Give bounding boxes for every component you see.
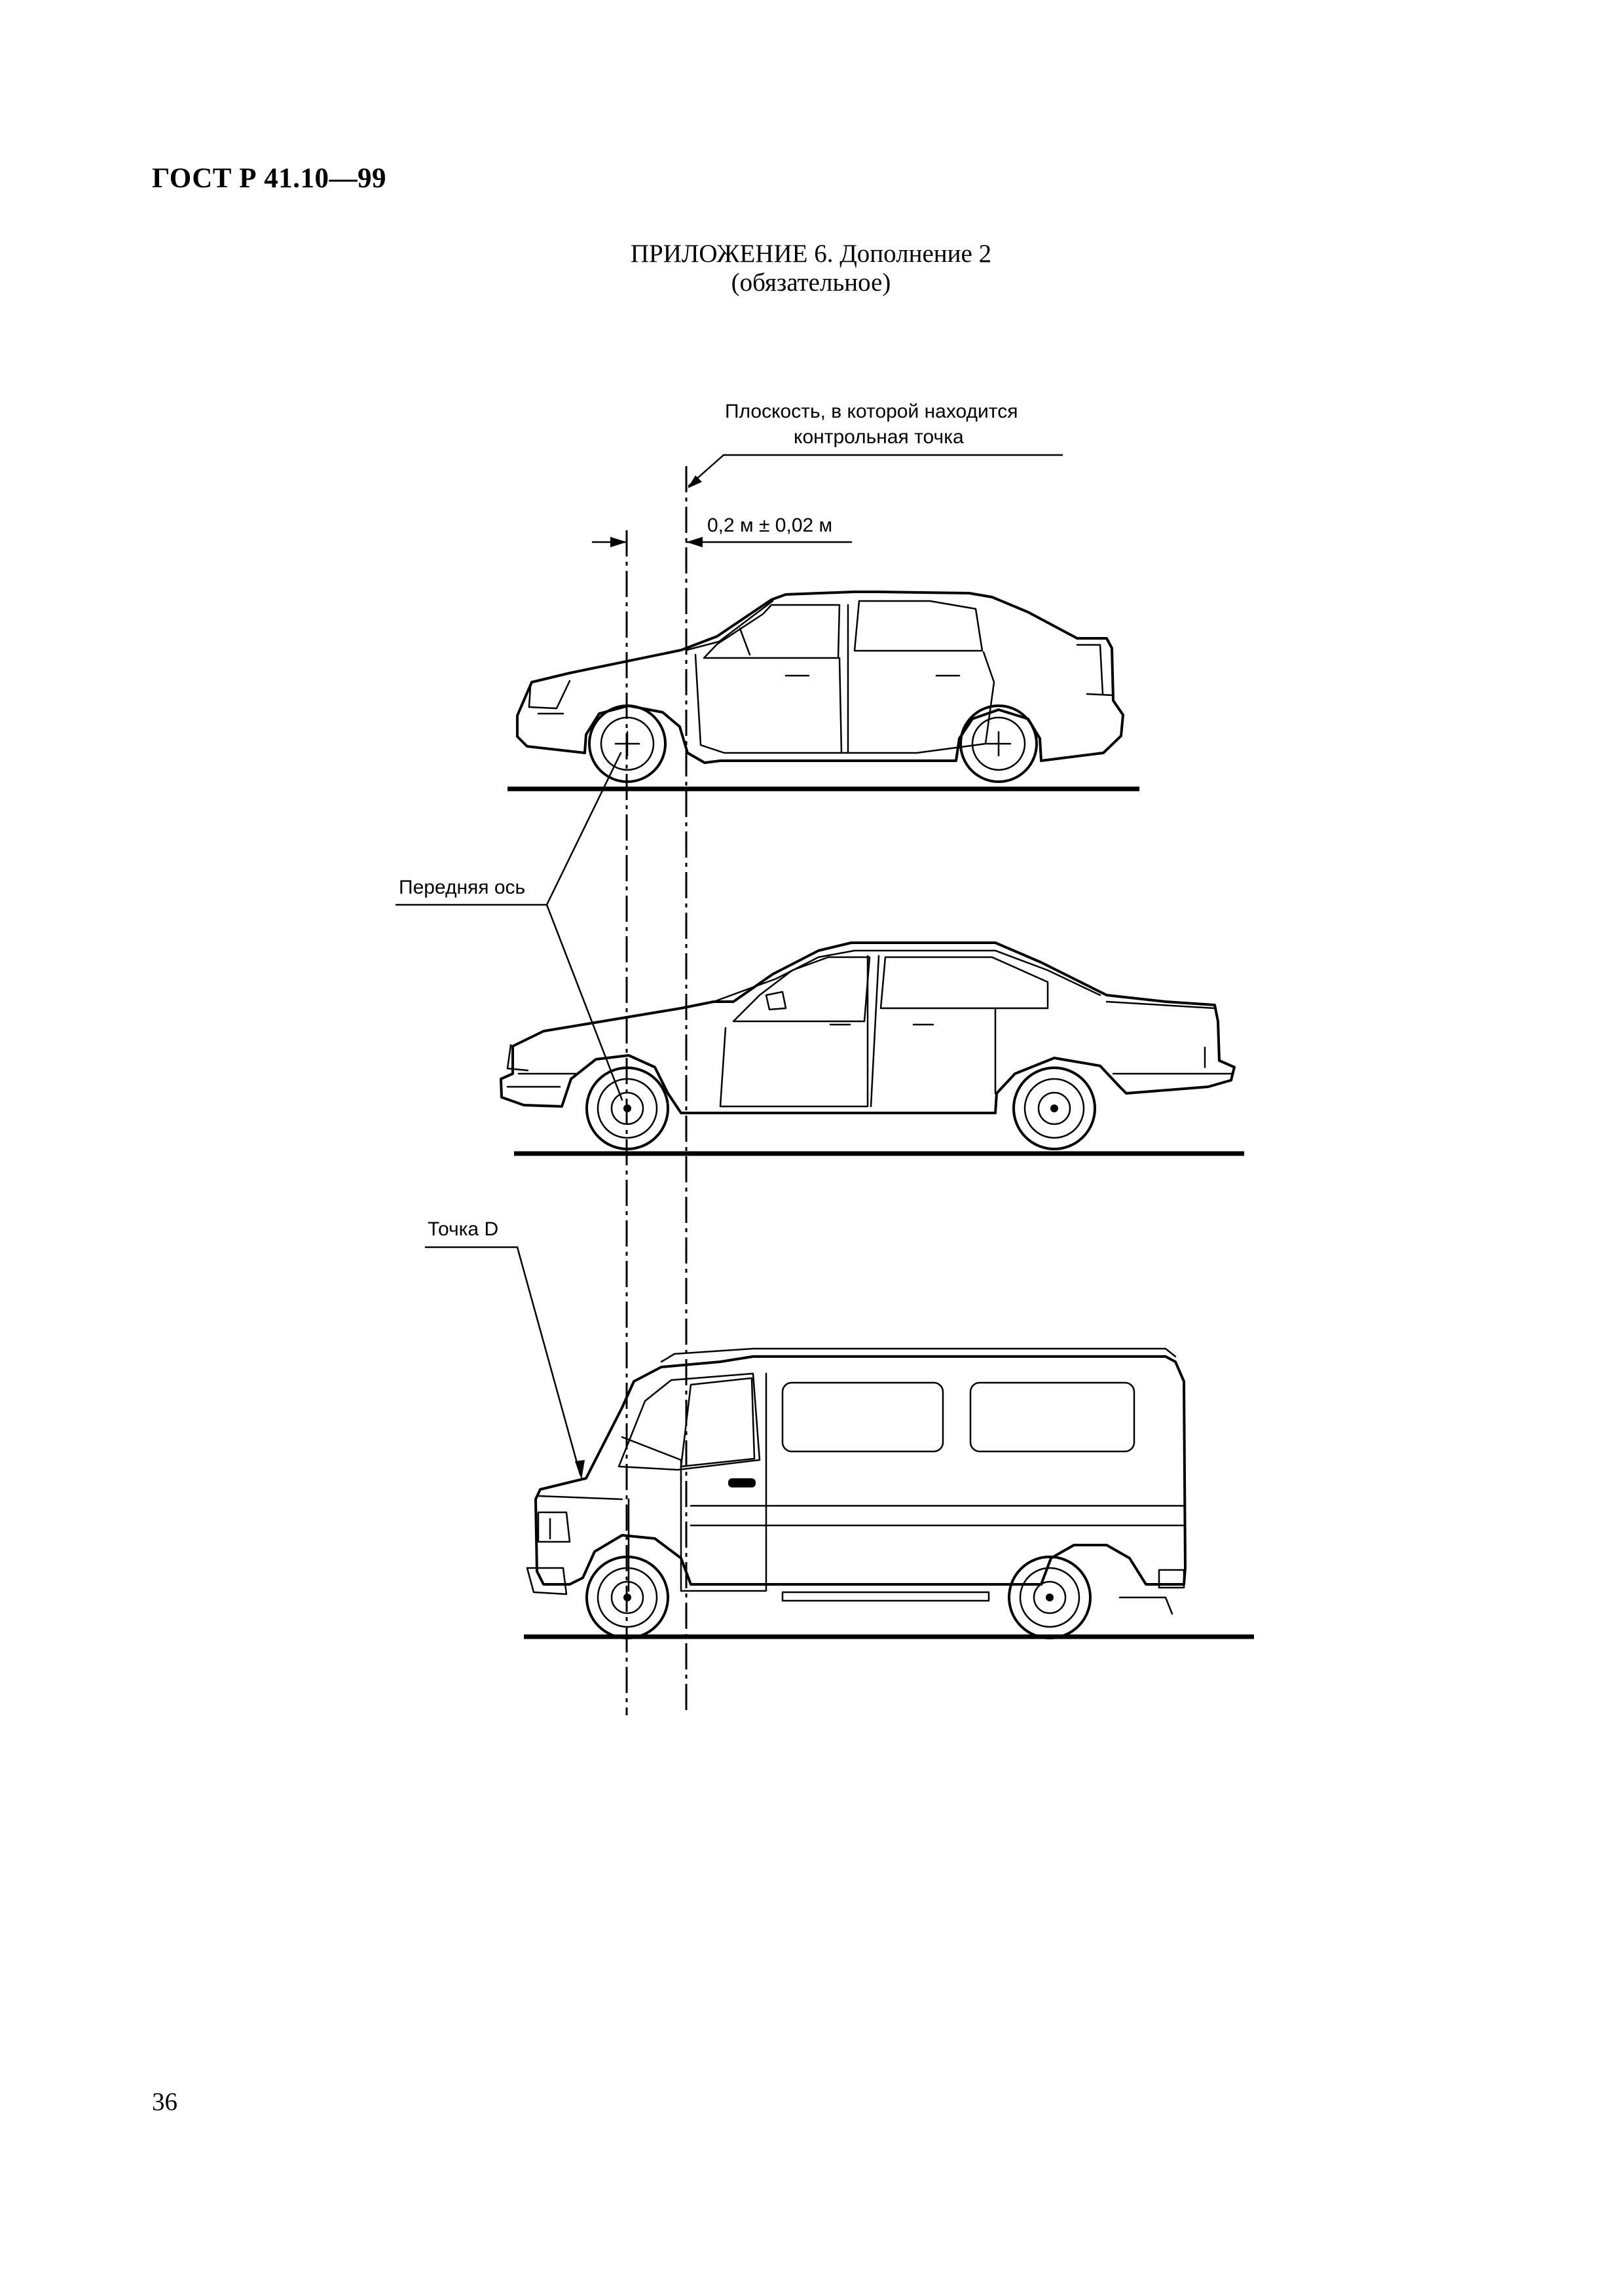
van-front-bumper	[526, 1567, 568, 1595]
sedan-mirror	[765, 991, 787, 1011]
front-axle-leader-upper	[545, 752, 622, 906]
van-cab-door	[680, 1372, 767, 1592]
hatchback-front-window	[703, 604, 841, 659]
hatchback-rear-window	[853, 600, 984, 652]
sedan-rear-axle-point	[1050, 1104, 1058, 1112]
van-front-axle-point	[623, 1594, 631, 1601]
hatchback-rear-wheel	[959, 704, 1038, 783]
hatchback-front-grille	[528, 680, 571, 715]
sedan-rear-wheel-rim	[1023, 1078, 1085, 1139]
sedan-front-window	[732, 956, 871, 1023]
label-plane-line2: контрольная точка	[794, 426, 964, 448]
sedan-rear-window	[879, 956, 1049, 1010]
van-windshield-window	[617, 1372, 761, 1471]
plane-leader-arrowhead	[688, 475, 702, 488]
hatchback-body-outline	[516, 591, 1124, 764]
standard-code: ГОСТ Р 41.10—99	[152, 163, 387, 194]
sedan-rear-wheel-hub	[1037, 1091, 1071, 1125]
point-d-leader	[516, 1246, 581, 1476]
label-plane-line1: Плоскость, в которой находится	[725, 401, 1018, 422]
hatchback-tail	[1076, 644, 1115, 697]
van-front-wheel-hub	[610, 1580, 644, 1614]
van-rear-wheel-rim	[1019, 1567, 1080, 1628]
van-underbody	[781, 1591, 1173, 1615]
van-door-handle	[728, 1478, 756, 1487]
van-side-window-1	[781, 1381, 944, 1453]
van-rear-wheel-hub	[1033, 1580, 1067, 1614]
sedan-body-outline	[500, 941, 1236, 1114]
sedan-car	[500, 941, 1244, 1156]
sedan-front-axle-point	[623, 1104, 631, 1112]
sedan-rear-wheel	[1012, 1066, 1096, 1150]
sedan-front-wheel-rim	[597, 1078, 658, 1139]
appendix-title-line2: (обязательное)	[731, 268, 891, 297]
van-side-trim	[690, 1504, 1185, 1527]
van-door-window	[680, 1377, 756, 1468]
point-d-arrowhead	[575, 1460, 585, 1480]
appendix-title: ПРИЛОЖЕНИЕ 6. Дополнение 2 (обязательное…	[0, 240, 1622, 297]
sedan-front-grille	[506, 1044, 578, 1088]
van-front-wheel	[585, 1556, 669, 1639]
hatchback-front-wheel	[588, 704, 667, 783]
sedan-front-wheel	[585, 1066, 669, 1150]
van-rear-bumper	[1158, 1569, 1185, 1589]
dimension-arrow-right	[686, 537, 703, 547]
van-front-wheel-rim	[597, 1567, 658, 1628]
van-headlight	[537, 1511, 571, 1543]
front-axle-leader-lower	[545, 903, 623, 1101]
hatchback-mirror	[739, 627, 751, 656]
hatchback-roof-line	[685, 600, 774, 651]
van-rear-wheel	[1008, 1556, 1092, 1639]
van-vehicle	[524, 1347, 1254, 1639]
van-hood-lines	[537, 1436, 682, 1592]
label-dimension: 0,2 м ± 0,02 м	[707, 515, 832, 536]
van-body-outline	[534, 1355, 1187, 1586]
van-roof-rack	[660, 1347, 1177, 1363]
dimension-arrow-left	[610, 537, 627, 547]
sedan-doors	[719, 955, 997, 1108]
hatchback-rear-wheel-hub	[971, 716, 1026, 771]
page-number: 36	[152, 2088, 177, 2116]
label-front-axle: Передняя ось	[399, 877, 525, 898]
hatchback-doors	[694, 604, 995, 754]
van-rear-axle-point	[1046, 1594, 1054, 1601]
hatchback-front-wheel-hub	[600, 716, 655, 771]
sedan-roof-line	[712, 949, 1101, 1003]
hatchback-car	[507, 591, 1139, 792]
sedan-front-wheel-hub	[610, 1091, 644, 1125]
sedan-trunk-lines	[1105, 1000, 1232, 1075]
label-point-d: Точка D	[428, 1218, 498, 1240]
appendix-title-line1: ПРИЛОЖЕНИЕ 6. Дополнение 2	[630, 240, 992, 268]
van-side-window-2	[969, 1381, 1135, 1453]
